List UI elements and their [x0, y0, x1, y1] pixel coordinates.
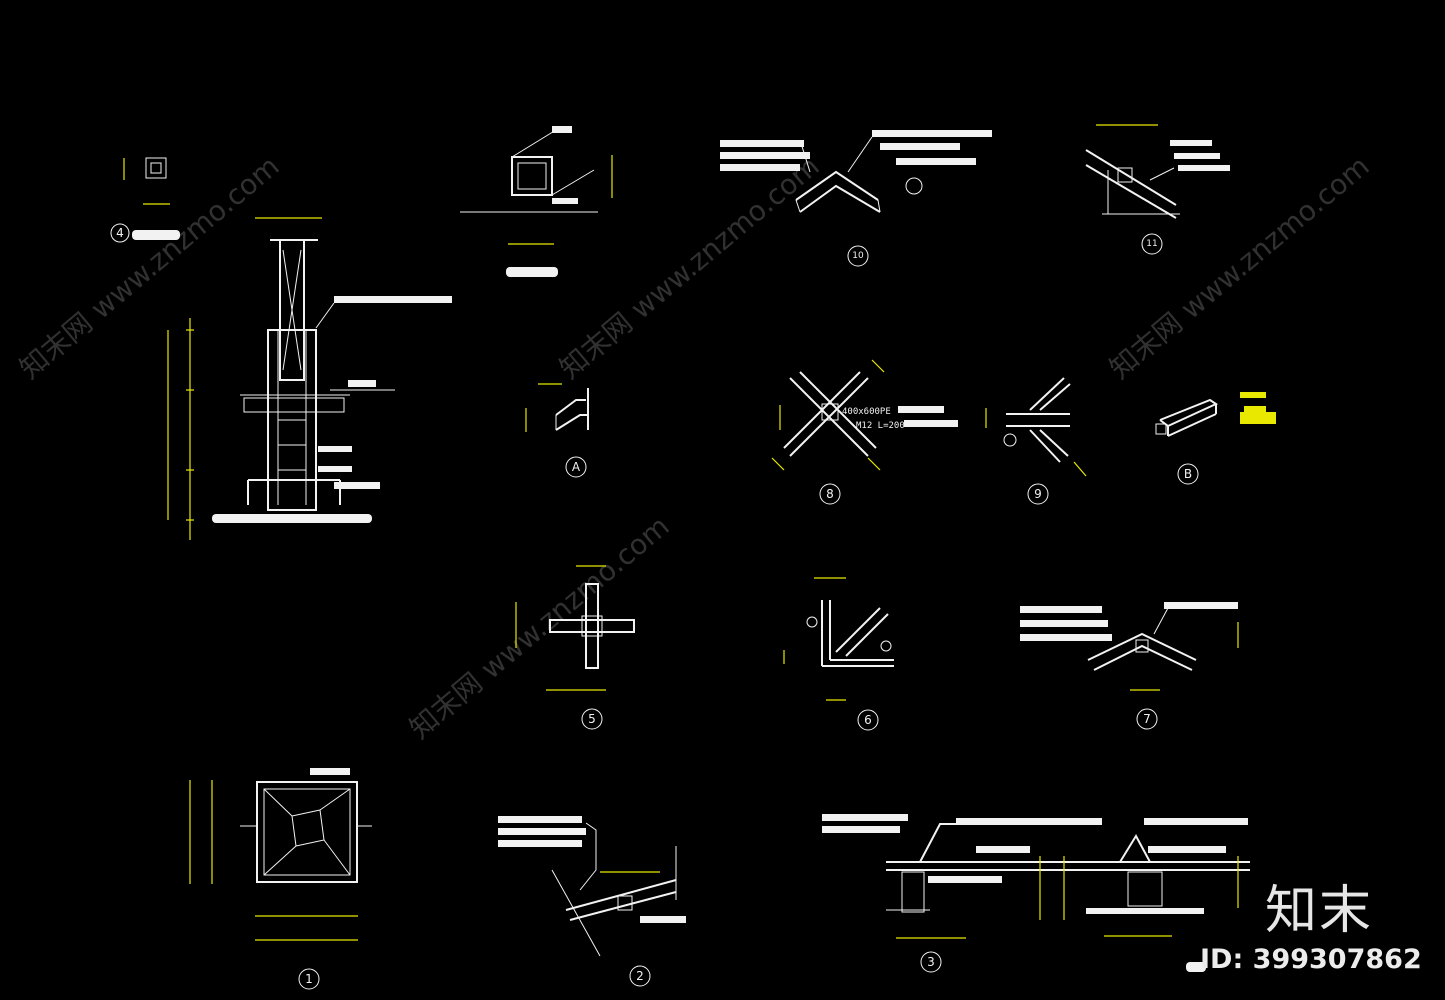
hollow-section-detail	[460, 126, 613, 277]
detail-label-a: A	[572, 460, 581, 474]
watermark-text: 知末网 www.znzmo.com	[553, 149, 825, 385]
detail-label-b: B	[1184, 467, 1192, 481]
detail-label-1: 1	[305, 972, 313, 986]
detail-8-drawing: 400x600PE M12 L=200	[771, 359, 958, 505]
detail-labels: 4 A 10 11 8 9 B 5 6 7 1 2 3	[116, 226, 1192, 986]
detail-4-drawing	[110, 157, 180, 243]
detail-label-11: 11	[1146, 239, 1157, 249]
detail-label-9: 9	[1034, 487, 1042, 501]
detail-label-8: 8	[826, 487, 834, 501]
detail-7-drawing	[1020, 602, 1239, 730]
detail-9-drawing	[985, 377, 1087, 505]
detail-3-drawing	[822, 814, 1250, 973]
detail-a-drawing	[525, 383, 589, 478]
detail-5-drawing	[515, 565, 635, 730]
id-label: ID: 399307862	[1200, 944, 1422, 975]
annotation-10-top: 400x600PE	[876, 130, 925, 140]
detail-label-6: 6	[864, 713, 872, 727]
annotation-8-bolt: M12 L=200	[856, 421, 905, 431]
detail-label-7: 7	[1143, 712, 1151, 726]
annotation-10-bolt: M12 L=200	[892, 143, 941, 153]
detail-10-drawing: 400x600PE M12 L=200	[720, 130, 992, 267]
watermark-text: 知末网 www.znzmo.com	[13, 149, 285, 385]
detail-label-2: 2	[636, 969, 644, 983]
detail-label-3: 3	[927, 955, 935, 969]
detail-1-drawing	[189, 768, 372, 990]
detail-6-drawing	[783, 577, 894, 731]
detail-11-drawing	[1085, 124, 1230, 255]
column-elevation	[167, 217, 452, 540]
watermark-layer: 知末网 www.znzmo.com 知末网 www.znzmo.com 知末网 …	[13, 149, 1375, 745]
detail-label-4: 4	[116, 226, 124, 240]
annotation-8-mid: 400x600PE	[842, 407, 891, 417]
brand-logo: 知末	[1264, 881, 1373, 941]
detail-label-5: 5	[588, 712, 596, 726]
detail-2-drawing	[498, 816, 686, 987]
detail-label-10: 10	[852, 251, 864, 261]
detail-b-right-drawing	[1155, 392, 1276, 485]
